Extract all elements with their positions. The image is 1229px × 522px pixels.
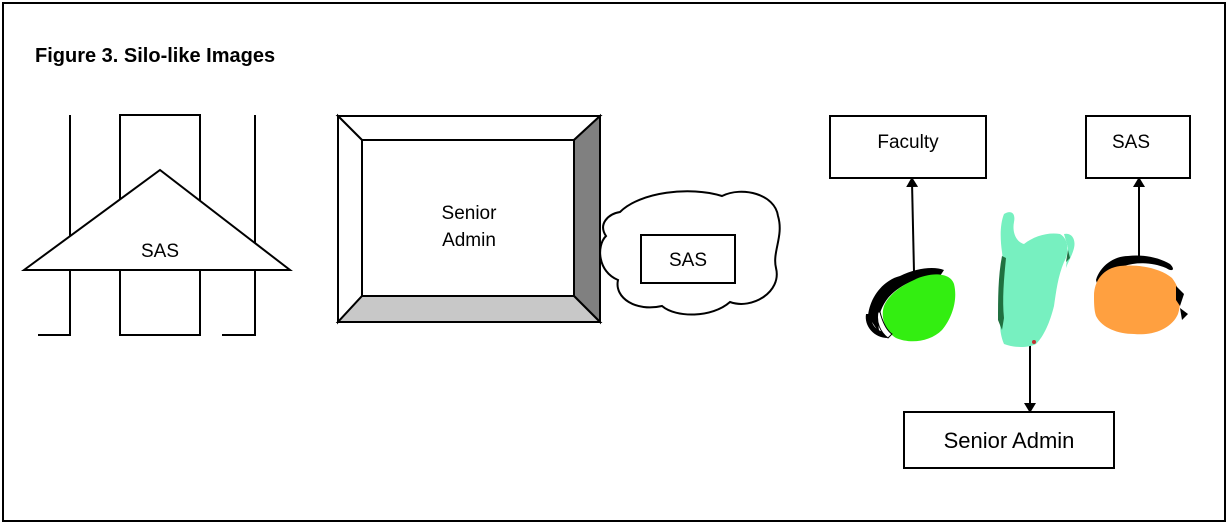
senior-admin-bottom-label: Senior Admin [944, 428, 1075, 453]
frame-inner-panel [361, 139, 575, 297]
senior-admin-island-blob [998, 212, 1075, 347]
sas-top-right-label: SAS [1112, 132, 1150, 153]
silo-left-wall [38, 115, 71, 336]
faculty-island-blob [865, 268, 956, 342]
frame-bevel-bottom [335, 295, 603, 323]
sas-cloud-box [640, 234, 736, 284]
sas-island-blob [1094, 255, 1188, 335]
silo-diagrams: SAS Senior Admin SAS Faculty SAS Senior … [20, 113, 1191, 469]
sas-top-right-box [1085, 115, 1191, 179]
faculty-label: Faculty [877, 132, 939, 153]
sas-roof-triangle [20, 168, 293, 271]
frame-bevel-right [573, 113, 601, 325]
arrow-to-faculty [906, 177, 919, 273]
frame-label-line2: Admin [442, 230, 496, 251]
silo-diagram [20, 114, 293, 336]
frame-bevel-top [335, 115, 603, 141]
senior-admin-bottom-box [903, 411, 1115, 469]
sas-cloud-label: SAS [669, 250, 707, 271]
frame-label-line1: Senior [442, 203, 498, 224]
senior-admin-frame [335, 113, 603, 325]
frame-bevel-left [337, 113, 363, 325]
sas-roof-label: SAS [141, 241, 179, 262]
silo-right-wall [222, 115, 256, 336]
figure-caption: Figure 3. Silo-like Images [35, 45, 276, 67]
